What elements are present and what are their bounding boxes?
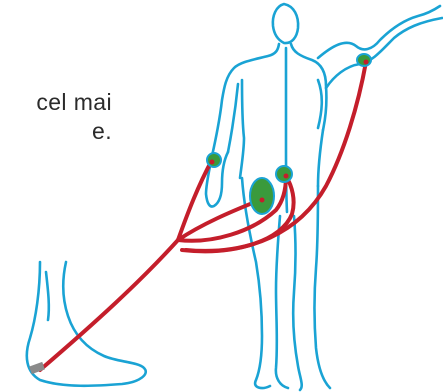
shoulder-node — [357, 54, 371, 66]
right-arm-inner — [326, 18, 442, 88]
left-shoulder-outline — [212, 44, 279, 156]
torso-left — [240, 80, 244, 178]
right-lower-arm — [318, 80, 322, 128]
right-leg-inner — [293, 216, 301, 390]
ankle-line — [46, 272, 49, 320]
groin-node — [276, 166, 292, 182]
groin-arrow-tip — [284, 174, 289, 179]
left-arm-inner — [228, 84, 238, 152]
torso-right — [318, 130, 323, 186]
hip-node — [207, 153, 221, 167]
route-to-ankle — [40, 240, 178, 370]
shoulder-arrow-tip — [364, 60, 369, 65]
right-arm-outer — [318, 6, 440, 58]
pelvis-arrow-tip — [260, 198, 265, 203]
ankle-node — [29, 362, 45, 374]
right-leg-outer — [315, 186, 331, 388]
hip-arrow-tip — [210, 160, 215, 165]
head-outline — [273, 4, 298, 43]
pelvis-node — [250, 178, 274, 214]
left-leg-inner — [276, 216, 288, 388]
